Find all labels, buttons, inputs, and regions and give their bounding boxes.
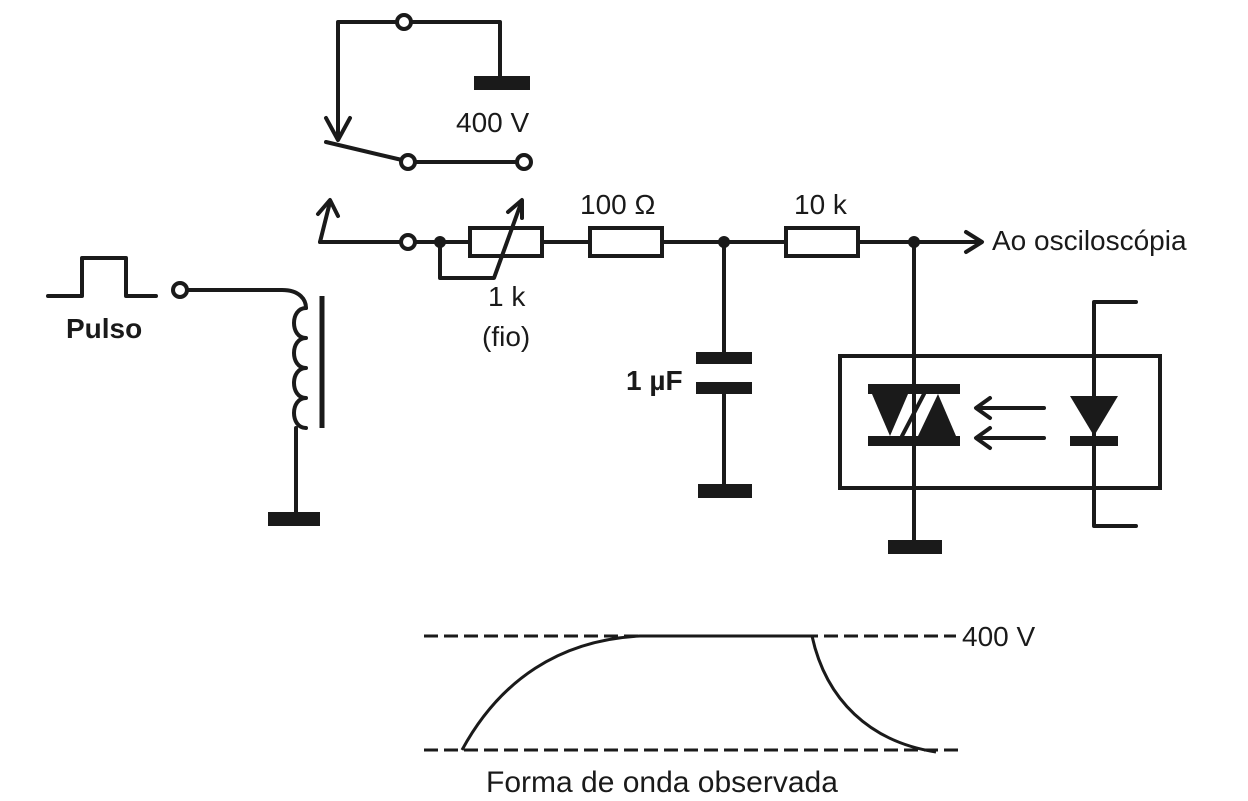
pulse-label: Pulso	[66, 313, 142, 344]
resistor-1-label: 100 Ω	[580, 189, 655, 220]
light-arrow-1-head	[974, 396, 992, 420]
pot-arrow	[506, 198, 524, 220]
lower-contact	[316, 198, 417, 251]
light-arrow-2-head	[974, 426, 992, 450]
capacitor-label: 1 µF	[626, 365, 683, 396]
capacitor-branch: 1 µF	[626, 240, 752, 498]
waveform: 400 V Forma de onda observada	[424, 621, 1035, 799]
optocoupler	[838, 240, 1162, 554]
thyristor-triangle-right	[918, 394, 956, 436]
switch-arrow	[324, 116, 352, 142]
waveform-rise	[460, 634, 812, 751]
thyristor-slash	[900, 392, 926, 438]
resistor-10k	[784, 226, 860, 258]
switch-right-terminal	[515, 153, 533, 171]
switch-wire	[336, 20, 402, 140]
pulse-input: Pulso	[46, 256, 325, 526]
switch-mid-terminal	[399, 153, 417, 171]
lower-contact-arrow	[316, 198, 340, 218]
pulse-terminal	[171, 281, 189, 299]
switch-top-terminal	[395, 13, 413, 31]
capacitor-ground	[698, 484, 752, 498]
lower-contact-arm	[318, 200, 332, 244]
optocoupler-ground	[888, 540, 942, 554]
main-line: 1 k (fio) 100 Ω 10 k Ao osciloscópia	[413, 189, 1187, 352]
supply-plate	[474, 76, 530, 90]
thyristor-top-bar	[868, 384, 960, 394]
thyristor-triangle-left	[872, 394, 908, 436]
pot-type-label: (fio)	[482, 321, 530, 352]
resistor-100-ohm	[588, 226, 664, 258]
capacitor-plate-bottom	[696, 382, 752, 394]
waveform-caption: Forma de onda observada	[486, 766, 838, 799]
coil-ground	[268, 512, 320, 526]
output-label: Ao osciloscópia	[992, 225, 1187, 256]
coil-lead	[185, 288, 308, 310]
relay-coil	[292, 306, 308, 430]
pot-value-label: 1 k	[488, 281, 526, 312]
led-bar	[1070, 436, 1118, 446]
pulse-symbol	[46, 256, 158, 298]
resistor-2-label: 10 k	[794, 189, 848, 220]
supply-wire	[409, 20, 502, 78]
output-arrow	[964, 230, 984, 254]
supply-voltage-label: 400 V	[456, 107, 529, 138]
pot-wiper	[438, 204, 522, 280]
led-triangle	[1070, 396, 1118, 436]
relay-switch: 400 V	[324, 13, 533, 171]
waveform-fall	[810, 635, 937, 754]
waveform-level-label: 400 V	[962, 621, 1035, 652]
switch-blade	[324, 140, 404, 162]
thyristor-bottom-bar	[868, 436, 960, 446]
lower-contact-terminal	[399, 233, 417, 251]
capacitor-plate-top	[696, 352, 752, 364]
